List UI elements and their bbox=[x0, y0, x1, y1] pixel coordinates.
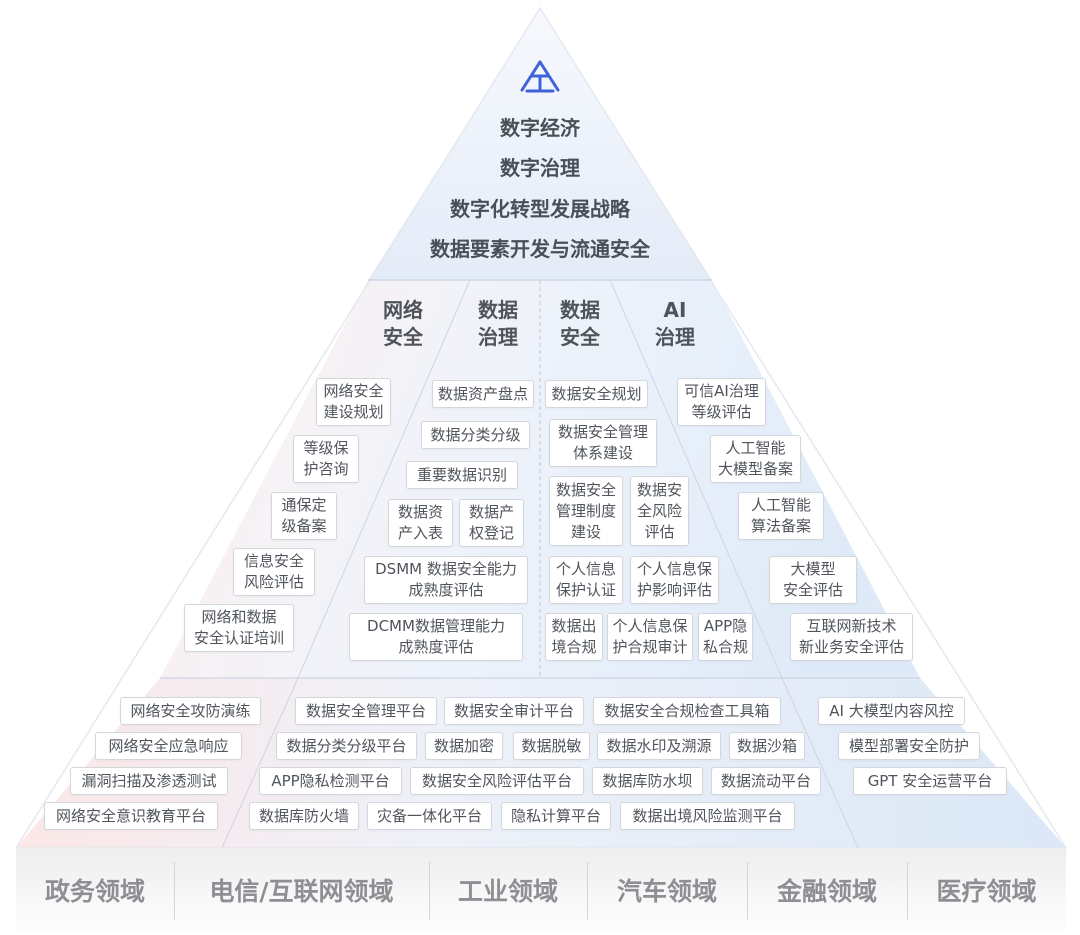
domain-divider bbox=[174, 862, 175, 920]
service-box-dsmm: DSMM 数据安全能力 成熟度评估 bbox=[364, 556, 528, 604]
domain-divider bbox=[907, 862, 908, 920]
service-box-management-system: 数据安全管理 体系建设 bbox=[549, 419, 657, 467]
service-box-app-privacy: APP隐 私合规 bbox=[698, 613, 753, 661]
platform-box-security-management: 数据安全管理平台 bbox=[295, 697, 437, 725]
domain-bar bbox=[16, 848, 1066, 932]
service-box-network-planning: 网络安全 建设规划 bbox=[316, 378, 391, 426]
service-box-pi-certification: 个人信息 保护认证 bbox=[549, 556, 623, 604]
column-title-data-governance: 数据治理 bbox=[478, 298, 518, 349]
column-title-network-security: 网络安全 bbox=[383, 298, 423, 349]
platform-box-app-privacy-detection: APP隐私检测平台 bbox=[259, 767, 402, 795]
top-title-4: 数据要素开发与流通安全 bbox=[430, 237, 650, 261]
service-box-security-planning: 数据安全规划 bbox=[545, 380, 648, 408]
service-box-asset-inventory: 数据资产盘点 bbox=[432, 380, 534, 408]
domain-divider bbox=[429, 862, 430, 920]
pyramid-top-layer bbox=[368, 8, 712, 280]
platform-box-model-deployment: 模型部署安全防护 bbox=[838, 732, 980, 760]
service-box-asset-listing: 数据资 产入表 bbox=[388, 499, 453, 547]
platform-box-data-flow: 数据流动平台 bbox=[711, 767, 821, 795]
platform-box-sandbox: 数据沙箱 bbox=[729, 732, 805, 760]
service-box-dcmm: DCMM数据管理能力 成熟度评估 bbox=[349, 613, 523, 661]
domain-government: 政务领域 bbox=[44, 877, 145, 906]
platform-box-db-firewall: 数据库防火墙 bbox=[249, 802, 359, 830]
domain-finance: 金融领域 bbox=[776, 877, 877, 906]
triangle-logo-icon bbox=[520, 60, 560, 93]
bottom-divider-left bbox=[221, 677, 299, 849]
service-box-algorithm-filing: 人工智能 算法备案 bbox=[738, 492, 824, 540]
bottom-divider-right bbox=[781, 677, 859, 849]
platform-box-encryption: 数据加密 bbox=[425, 732, 503, 760]
platform-box-gpt-operations: GPT 安全运营平台 bbox=[853, 767, 1007, 795]
platform-box-privacy-computing: 隐私计算平台 bbox=[501, 802, 611, 830]
platform-box-disaster-recovery: 灾备一体化平台 bbox=[367, 802, 492, 830]
column-divider-1 bbox=[297, 279, 471, 679]
platform-box-cross-border-monitor: 数据出境风险监测平台 bbox=[620, 802, 795, 830]
service-box-llm-filing: 人工智能 大模型备案 bbox=[710, 435, 801, 483]
service-box-important-data: 重要数据识别 bbox=[406, 461, 518, 489]
column-divider-3 bbox=[609, 279, 783, 679]
service-box-filing: 通保定 级备案 bbox=[271, 492, 337, 540]
service-box-classification: 数据分类分级 bbox=[421, 421, 530, 449]
platform-box-attack-defense: 网络安全攻防演练 bbox=[120, 697, 261, 725]
top-title-2: 数字治理 bbox=[500, 156, 580, 180]
service-box-management-policy: 数据安全 管理制度 建设 bbox=[549, 476, 623, 546]
service-box-risk-assessment: 信息安全 风险评估 bbox=[233, 548, 315, 596]
platform-box-watermark: 数据水印及溯源 bbox=[597, 732, 721, 760]
platform-box-risk-assessment: 数据安全风险评估平台 bbox=[410, 767, 584, 795]
domain-healthcare: 医疗领域 bbox=[936, 877, 1037, 906]
service-box-level-protection: 等级保 护咨询 bbox=[293, 435, 359, 483]
domain-divider bbox=[747, 862, 748, 920]
service-box-certification-training: 网络和数据 安全认证培训 bbox=[184, 604, 294, 652]
platform-box-db-dam: 数据库防水坝 bbox=[592, 767, 703, 795]
service-box-pi-impact: 个人信息保 护影响评估 bbox=[630, 556, 719, 604]
top-title-3: 数字化转型发展战略 bbox=[450, 197, 630, 221]
domain-telecom-internet: 电信/互联网领域 bbox=[209, 877, 394, 906]
service-box-property-registration: 数据产 权登记 bbox=[459, 499, 524, 547]
platform-box-classification: 数据分类分级平台 bbox=[276, 732, 417, 760]
column-title-data-security: 数据安全 bbox=[560, 298, 600, 349]
platform-box-masking: 数据脱敏 bbox=[513, 732, 590, 760]
platform-box-vulnerability-scan: 漏洞扫描及渗透测试 bbox=[70, 767, 228, 795]
domain-automotive: 汽车领域 bbox=[616, 877, 717, 906]
platform-box-llm-content-control: AI 大模型内容风控 bbox=[818, 697, 965, 725]
top-title-1: 数字经济 bbox=[500, 116, 580, 140]
service-box-new-tech-assessment: 互联网新技术 新业务安全评估 bbox=[790, 613, 913, 661]
service-box-cross-border: 数据出 境合规 bbox=[545, 613, 603, 661]
service-box-trusted-ai: 可信AI治理 等级评估 bbox=[677, 378, 766, 426]
domain-industry: 工业领域 bbox=[457, 877, 558, 906]
service-box-security-risk: 数据安 全风险 评估 bbox=[630, 476, 689, 546]
platform-box-compliance-toolbox: 数据安全合规检查工具箱 bbox=[593, 697, 781, 725]
service-box-llm-assessment: 大模型 安全评估 bbox=[769, 556, 857, 604]
platform-box-awareness-training: 网络安全意识教育平台 bbox=[44, 802, 218, 830]
domain-divider bbox=[587, 862, 588, 920]
service-box-pi-audit: 个人信息保 护合规审计 bbox=[607, 613, 693, 661]
platform-box-security-audit: 数据安全审计平台 bbox=[444, 697, 584, 725]
platform-box-emergency-response: 网络安全应急响应 bbox=[95, 732, 242, 760]
